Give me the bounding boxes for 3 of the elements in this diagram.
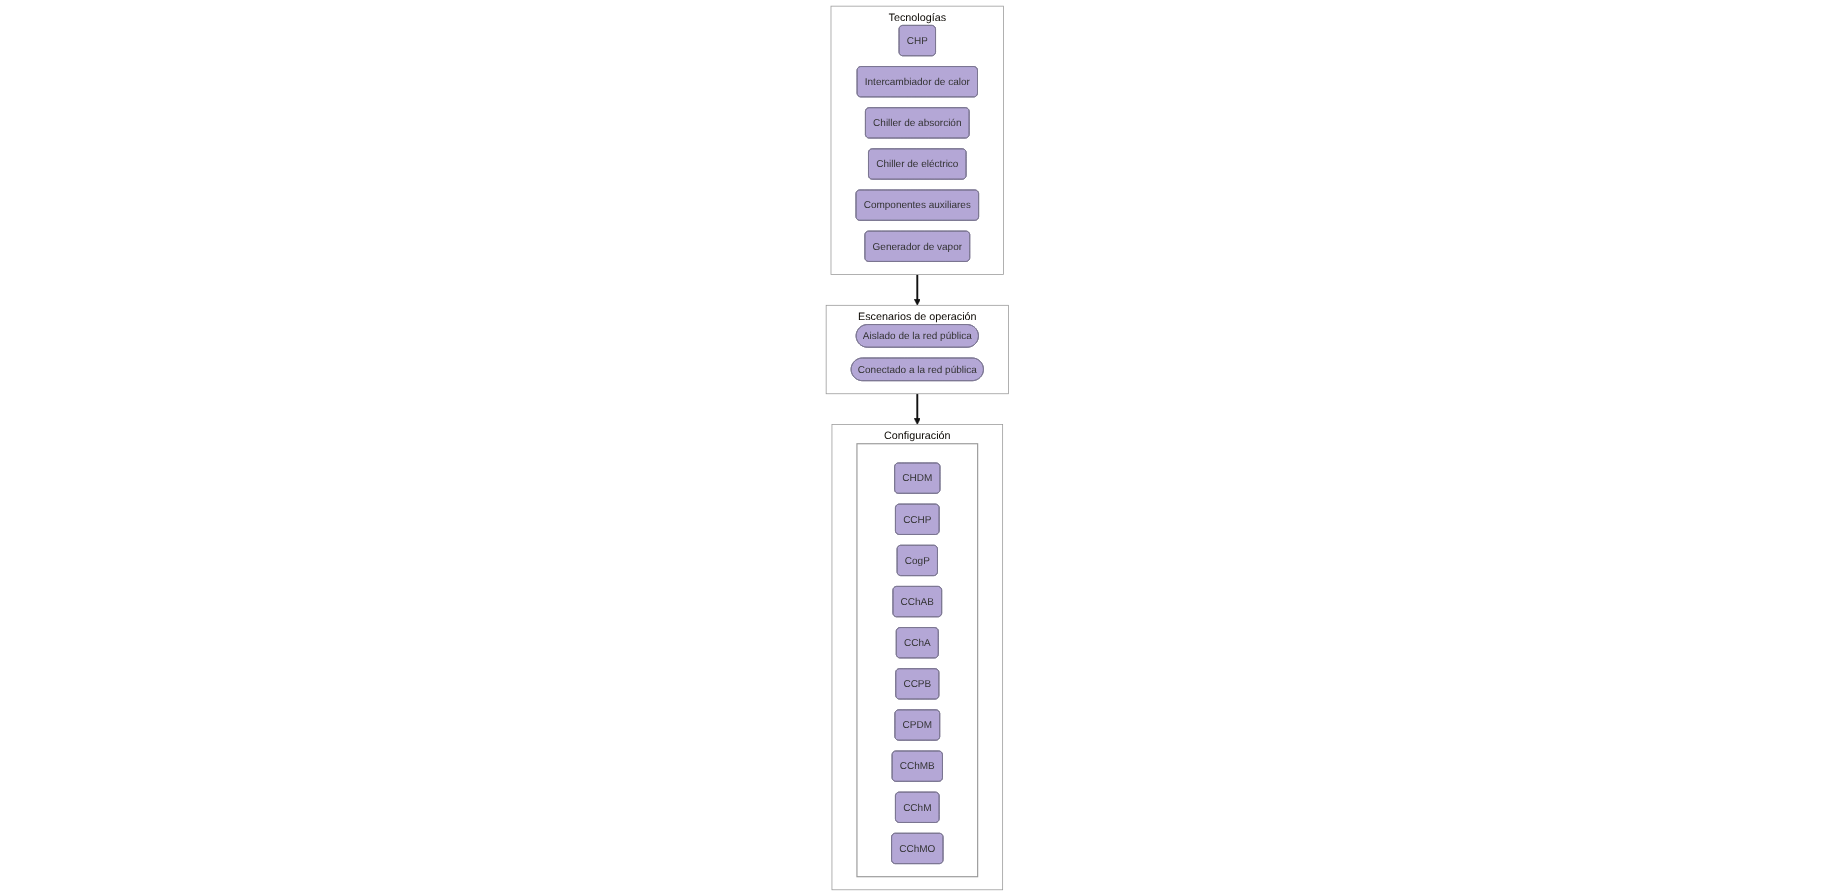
arrow	[914, 392, 922, 425]
arrow	[914, 273, 922, 306]
cluster	[857, 443, 979, 878]
